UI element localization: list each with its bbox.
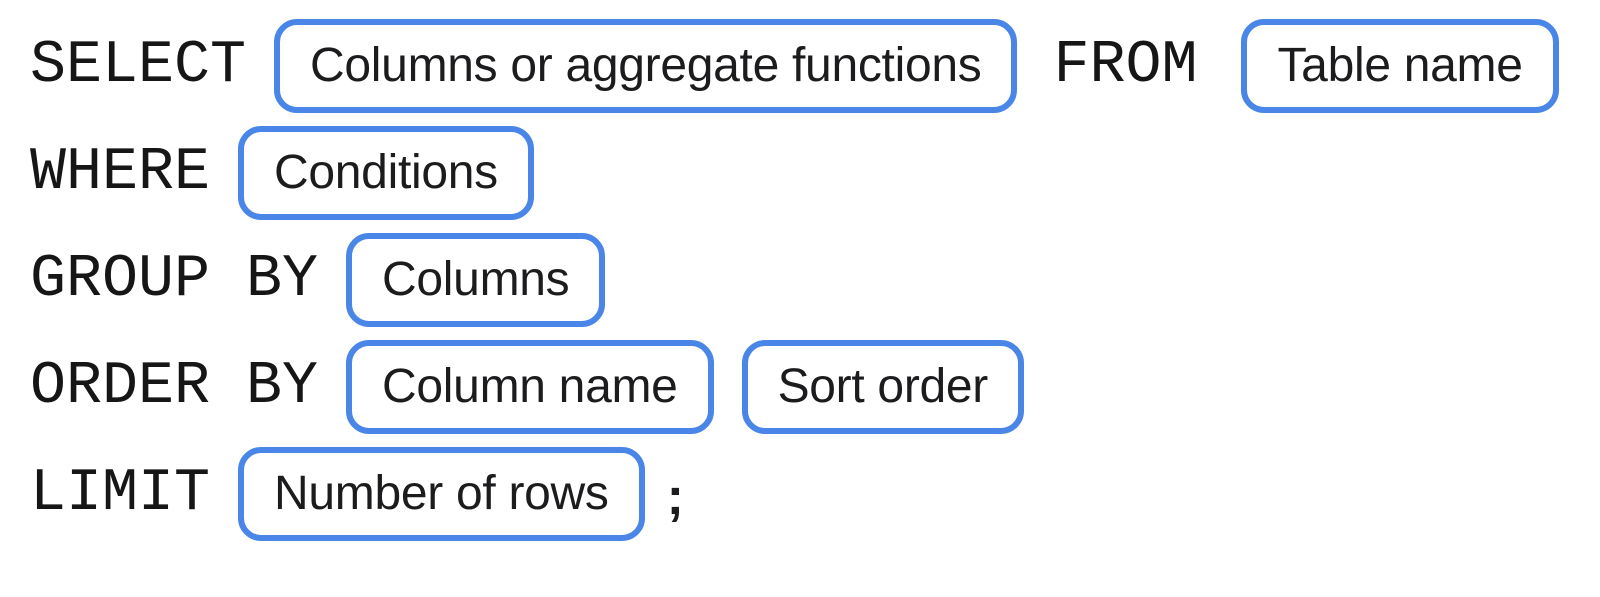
syntax-row-group-by: GROUP BY Columns — [30, 232, 1600, 327]
keyword-from: FROM — [1053, 31, 1198, 100]
pill-table-name: Table name — [1241, 18, 1559, 113]
pill-conditions: Conditions — [238, 125, 534, 220]
pill-columns-or-aggregate-functions: Columns or aggregate functions — [274, 18, 1018, 113]
syntax-row-select: SELECT Columns or aggregate functions FR… — [30, 18, 1600, 113]
keyword-group-by: GROUP BY — [30, 245, 319, 314]
pill-group-by-columns: Columns — [346, 232, 606, 327]
pill-label: Table name — [1277, 38, 1523, 92]
keyword-where: WHERE — [30, 138, 211, 207]
pill-label: Columns — [382, 252, 570, 306]
pill-column-name: Column name — [346, 339, 714, 434]
syntax-row-order-by: ORDER BY Column name Sort order — [30, 339, 1600, 434]
pill-sort-order: Sort order — [741, 339, 1024, 434]
pill-label: Conditions — [274, 145, 498, 199]
pill-label: Number of rows — [274, 466, 609, 520]
statement-terminator-semicolon: ; — [666, 467, 684, 526]
pill-number-of-rows: Number of rows — [238, 446, 645, 541]
pill-label: Sort order — [777, 359, 989, 413]
keyword-select: SELECT — [30, 31, 247, 100]
pill-label: Columns or aggregate functions — [310, 38, 982, 92]
keyword-order-by: ORDER BY — [30, 352, 319, 421]
pill-label: Column name — [382, 359, 678, 413]
keyword-limit: LIMIT — [30, 459, 211, 528]
syntax-row-where: WHERE Conditions — [30, 125, 1600, 220]
syntax-row-limit: LIMIT Number of rows ; — [30, 446, 1600, 541]
